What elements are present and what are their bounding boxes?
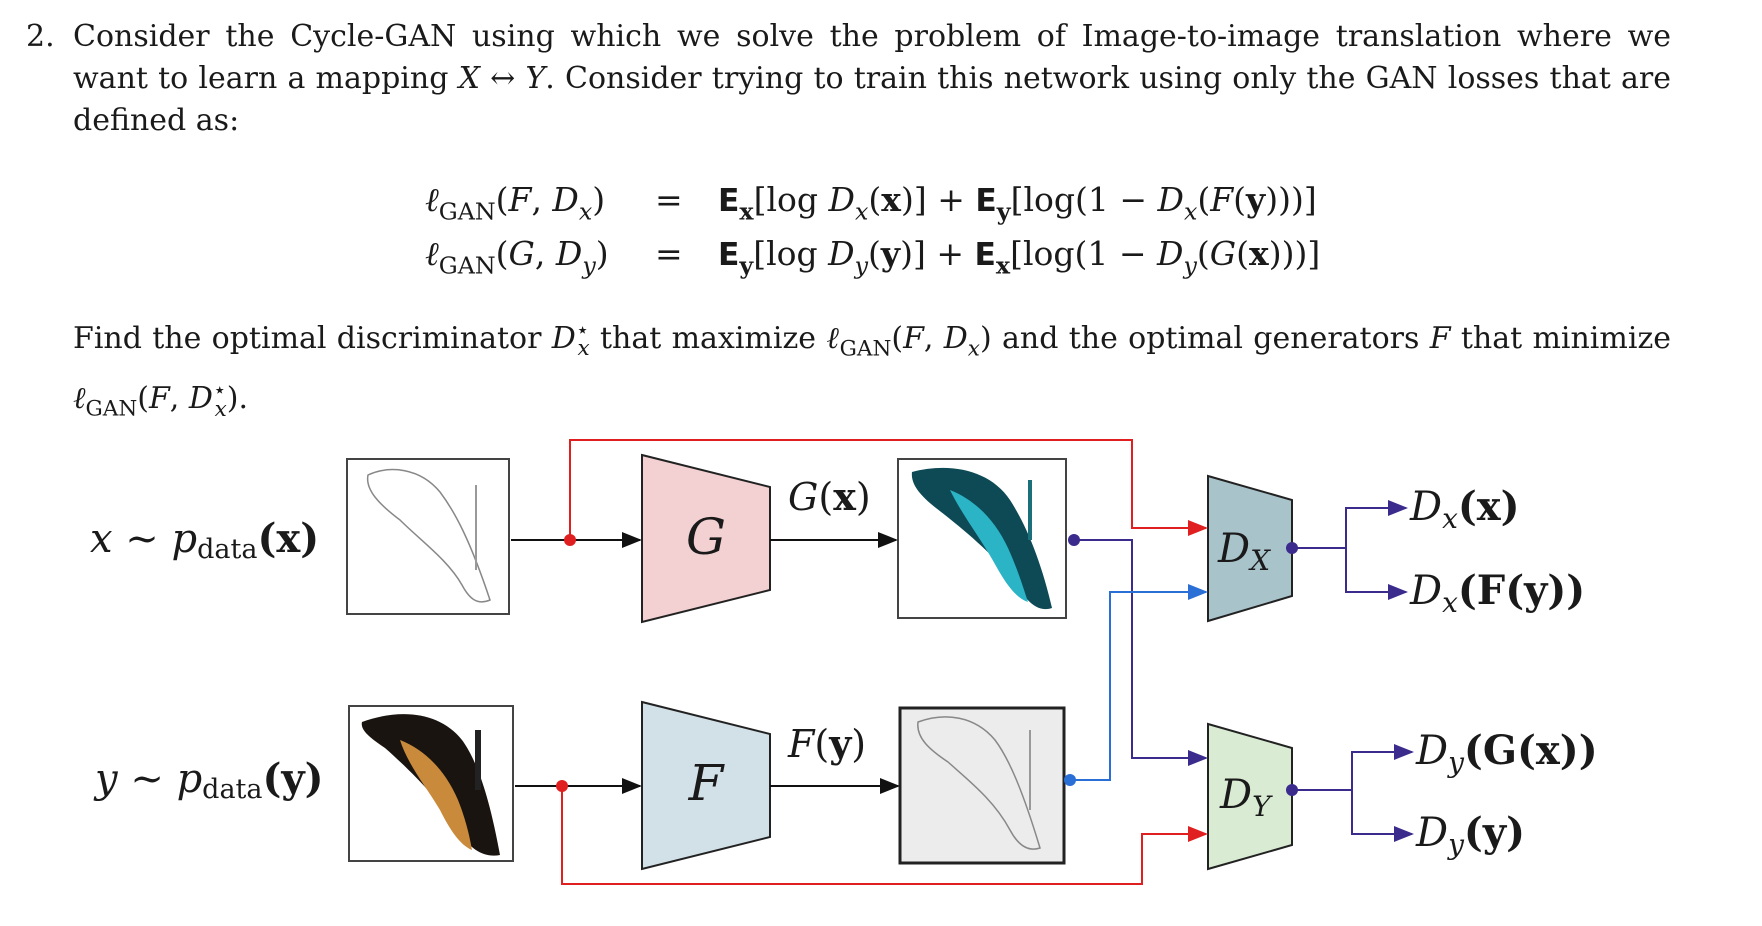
navy-junction-gx (1068, 534, 1080, 546)
equation-1-rhs: Ex[log Dx(x)] + Ey[log(1 − Dx(F(y)))] (718, 180, 1317, 226)
red-junction-top (564, 534, 576, 546)
red-junction-bottom (556, 780, 568, 792)
svg-text:F: F (688, 754, 726, 812)
image-x-sketch (346, 458, 510, 615)
dx-output-2: Dx(F(y)) (1409, 567, 1585, 619)
generator-g: G (641, 453, 771, 624)
dx-output-1: Dx(x) (1409, 483, 1520, 535)
equation-1-op: = (655, 180, 683, 219)
flow-arrow-fy-to-dx (1070, 584, 1208, 781)
dy-output-junction (1286, 784, 1298, 796)
svg-text:DX: DX (1217, 526, 1271, 577)
input-x-label: x ~ pdata(x) (90, 515, 319, 565)
svg-text:DY: DY (1219, 772, 1273, 823)
input-y-label: y ~ pdata(y) (93, 755, 324, 805)
equation-2-rhs: Ey[log Dy(y)] + Ex[log(1 − Dy(G(x)))] (718, 234, 1321, 280)
dx-output-arrows (1292, 500, 1408, 600)
dy-output-arrows (1292, 744, 1414, 842)
svg-text:G: G (686, 508, 726, 566)
question-task: Find the optimal discriminator D⋆x that … (73, 318, 1672, 422)
image-g-x-shoe (897, 458, 1067, 619)
generator-f: F (641, 700, 771, 871)
image-f-y-sketch (898, 706, 1066, 865)
discriminator-dx: DX (1207, 474, 1293, 623)
dy-output-2: Dy(y) (1415, 809, 1525, 861)
flow-arrow-gx-to-dy (1074, 539, 1208, 766)
image-y-shoe (348, 705, 514, 862)
output-g-x-label: G(x) (788, 474, 871, 519)
question-number: 2. (26, 19, 55, 54)
output-f-y-label: F(y) (787, 721, 866, 766)
blue-junction-fy (1064, 774, 1076, 786)
equation-1-lhs: ℓGAN(F, Dx) (425, 180, 606, 226)
equation-2-lhs: ℓGAN(G, Dy) (425, 234, 609, 280)
equation-2-op: = (655, 234, 683, 273)
discriminator-dy: DY (1207, 722, 1293, 871)
dx-output-junction (1286, 542, 1298, 554)
question-intro: Consider the Cycle-GAN using which we so… (73, 19, 1671, 138)
dy-output-1: Dy(G(x)) (1415, 727, 1598, 779)
flow-arrows-red (561, 439, 1208, 885)
